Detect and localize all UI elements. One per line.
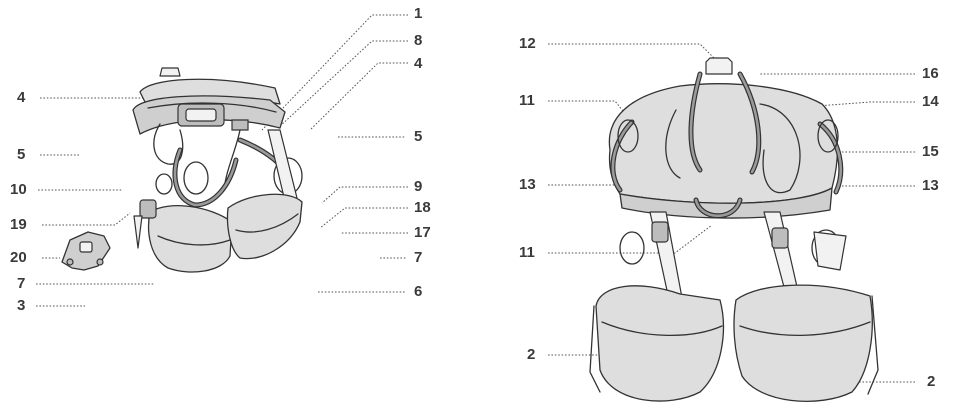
harness-rear-view bbox=[589, 57, 879, 402]
callout-4-right: 4 bbox=[414, 55, 423, 72]
callout-9: 9 bbox=[414, 178, 423, 195]
callout-10: 10 bbox=[10, 181, 27, 198]
callout-15: 15 bbox=[922, 143, 939, 160]
callout-4-left: 4 bbox=[17, 89, 26, 106]
leader-lines bbox=[36, 14, 915, 383]
callout-2-right: 2 bbox=[927, 373, 936, 390]
callout-6: 6 bbox=[414, 283, 423, 300]
callout-2-left: 2 bbox=[527, 346, 536, 363]
callout-16: 16 bbox=[922, 65, 939, 82]
callout-5-right: 5 bbox=[414, 128, 423, 145]
callout-17: 17 bbox=[414, 224, 431, 241]
harness-side-view bbox=[61, 67, 303, 273]
callout-11-bottom: 11 bbox=[519, 244, 535, 261]
callout-19: 19 bbox=[10, 216, 27, 233]
callout-14: 14 bbox=[922, 93, 939, 110]
callout-12: 12 bbox=[519, 35, 536, 52]
callout-13-right: 13 bbox=[922, 177, 939, 194]
callout-7-right: 7 bbox=[414, 249, 423, 266]
callout-13-left: 13 bbox=[519, 176, 536, 193]
callout-8: 8 bbox=[414, 32, 423, 49]
callout-5-left: 5 bbox=[17, 146, 26, 163]
callout-3: 3 bbox=[17, 297, 26, 314]
callout-7-left: 7 bbox=[17, 275, 26, 292]
callout-11-top: 11 bbox=[519, 92, 535, 109]
callout-20: 20 bbox=[10, 249, 27, 266]
callout-1: 1 bbox=[414, 5, 423, 22]
callout-18: 18 bbox=[414, 199, 431, 216]
